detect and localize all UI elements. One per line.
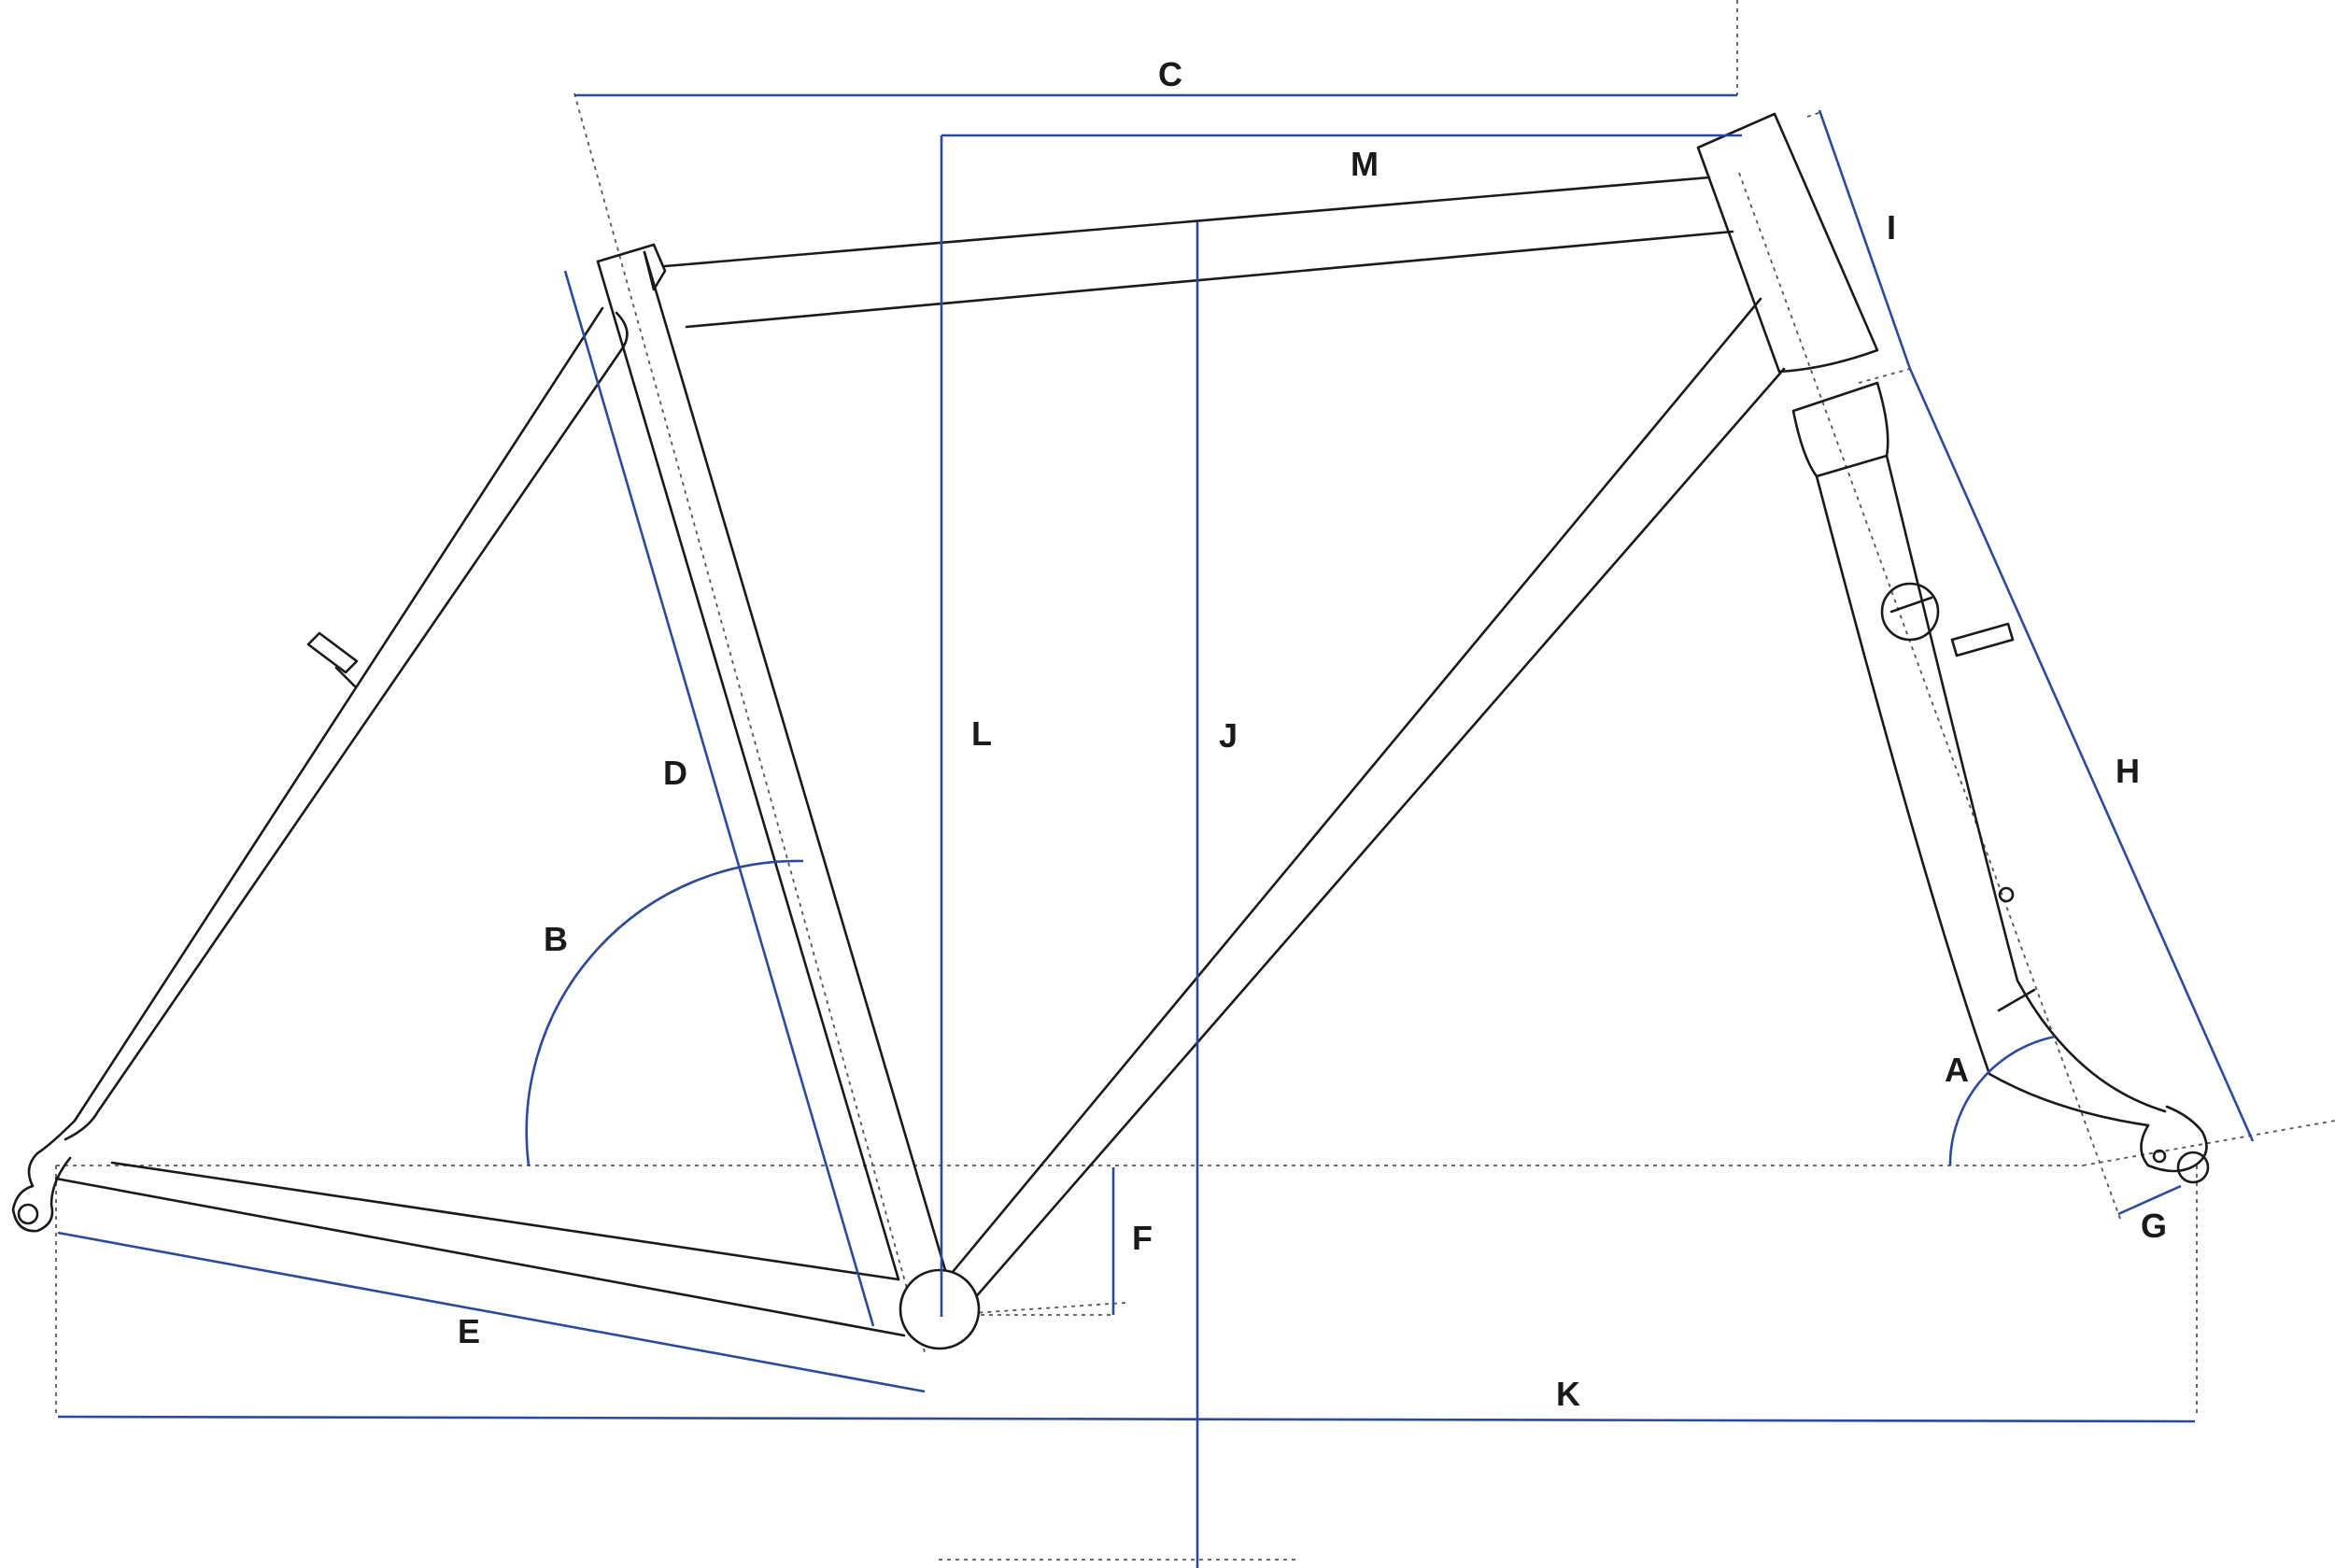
label-j: J <box>1219 716 1238 755</box>
angle-a-arc <box>1948 1035 2056 1166</box>
rear-axle <box>17 1203 39 1225</box>
chain-stay <box>54 1161 906 1337</box>
seat-tube <box>596 250 950 1281</box>
label-d: D <box>663 754 687 792</box>
seat-stay <box>35 306 629 1155</box>
label-c: C <box>1158 55 1182 93</box>
dimension-i-line <box>1818 109 1912 370</box>
rear-dropout <box>11 1151 72 1233</box>
dimension-labels: C M I L J D H B A F G E K <box>458 55 2167 1413</box>
seat-collar <box>596 243 667 291</box>
dimension-g-line <box>2117 1184 2182 1216</box>
fork-blade <box>1815 454 2167 1127</box>
angle-b-arc <box>525 859 804 1166</box>
label-m: M <box>1351 145 1379 183</box>
bicycle-frame <box>11 112 2210 1350</box>
bottom-bracket <box>899 1268 981 1350</box>
down-tube <box>937 297 1786 1309</box>
label-b: B <box>544 920 568 958</box>
dimension-k-line <box>57 1415 2196 1423</box>
front-axle <box>2176 1151 2210 1184</box>
fork-crown <box>1791 381 1889 478</box>
cable-stop <box>1950 622 2015 657</box>
label-e: E <box>458 1312 480 1350</box>
label-g: G <box>2141 1207 2167 1245</box>
seat-stay-boss <box>306 631 359 688</box>
fork-lower <box>1997 988 2036 1012</box>
head-tube <box>1696 112 1879 374</box>
front-dropout <box>2140 1105 2208 1173</box>
front-axle-eyelet <box>2152 1149 2167 1164</box>
dimension-lines <box>57 93 2255 1568</box>
dimension-h-line <box>1908 368 2255 1142</box>
label-l: L <box>971 714 992 753</box>
label-k: K <box>1556 1375 1580 1413</box>
label-i: I <box>1887 208 1896 247</box>
label-h: H <box>2116 752 2140 790</box>
guide-lines <box>55 0 2335 1561</box>
dimension-d-line <box>563 270 875 1327</box>
dimension-e-line <box>57 1231 926 1393</box>
label-f: F <box>1132 1219 1153 1257</box>
label-a: A <box>1945 1051 1969 1089</box>
top-tube <box>663 176 1734 329</box>
brake-mount <box>1880 582 1940 642</box>
